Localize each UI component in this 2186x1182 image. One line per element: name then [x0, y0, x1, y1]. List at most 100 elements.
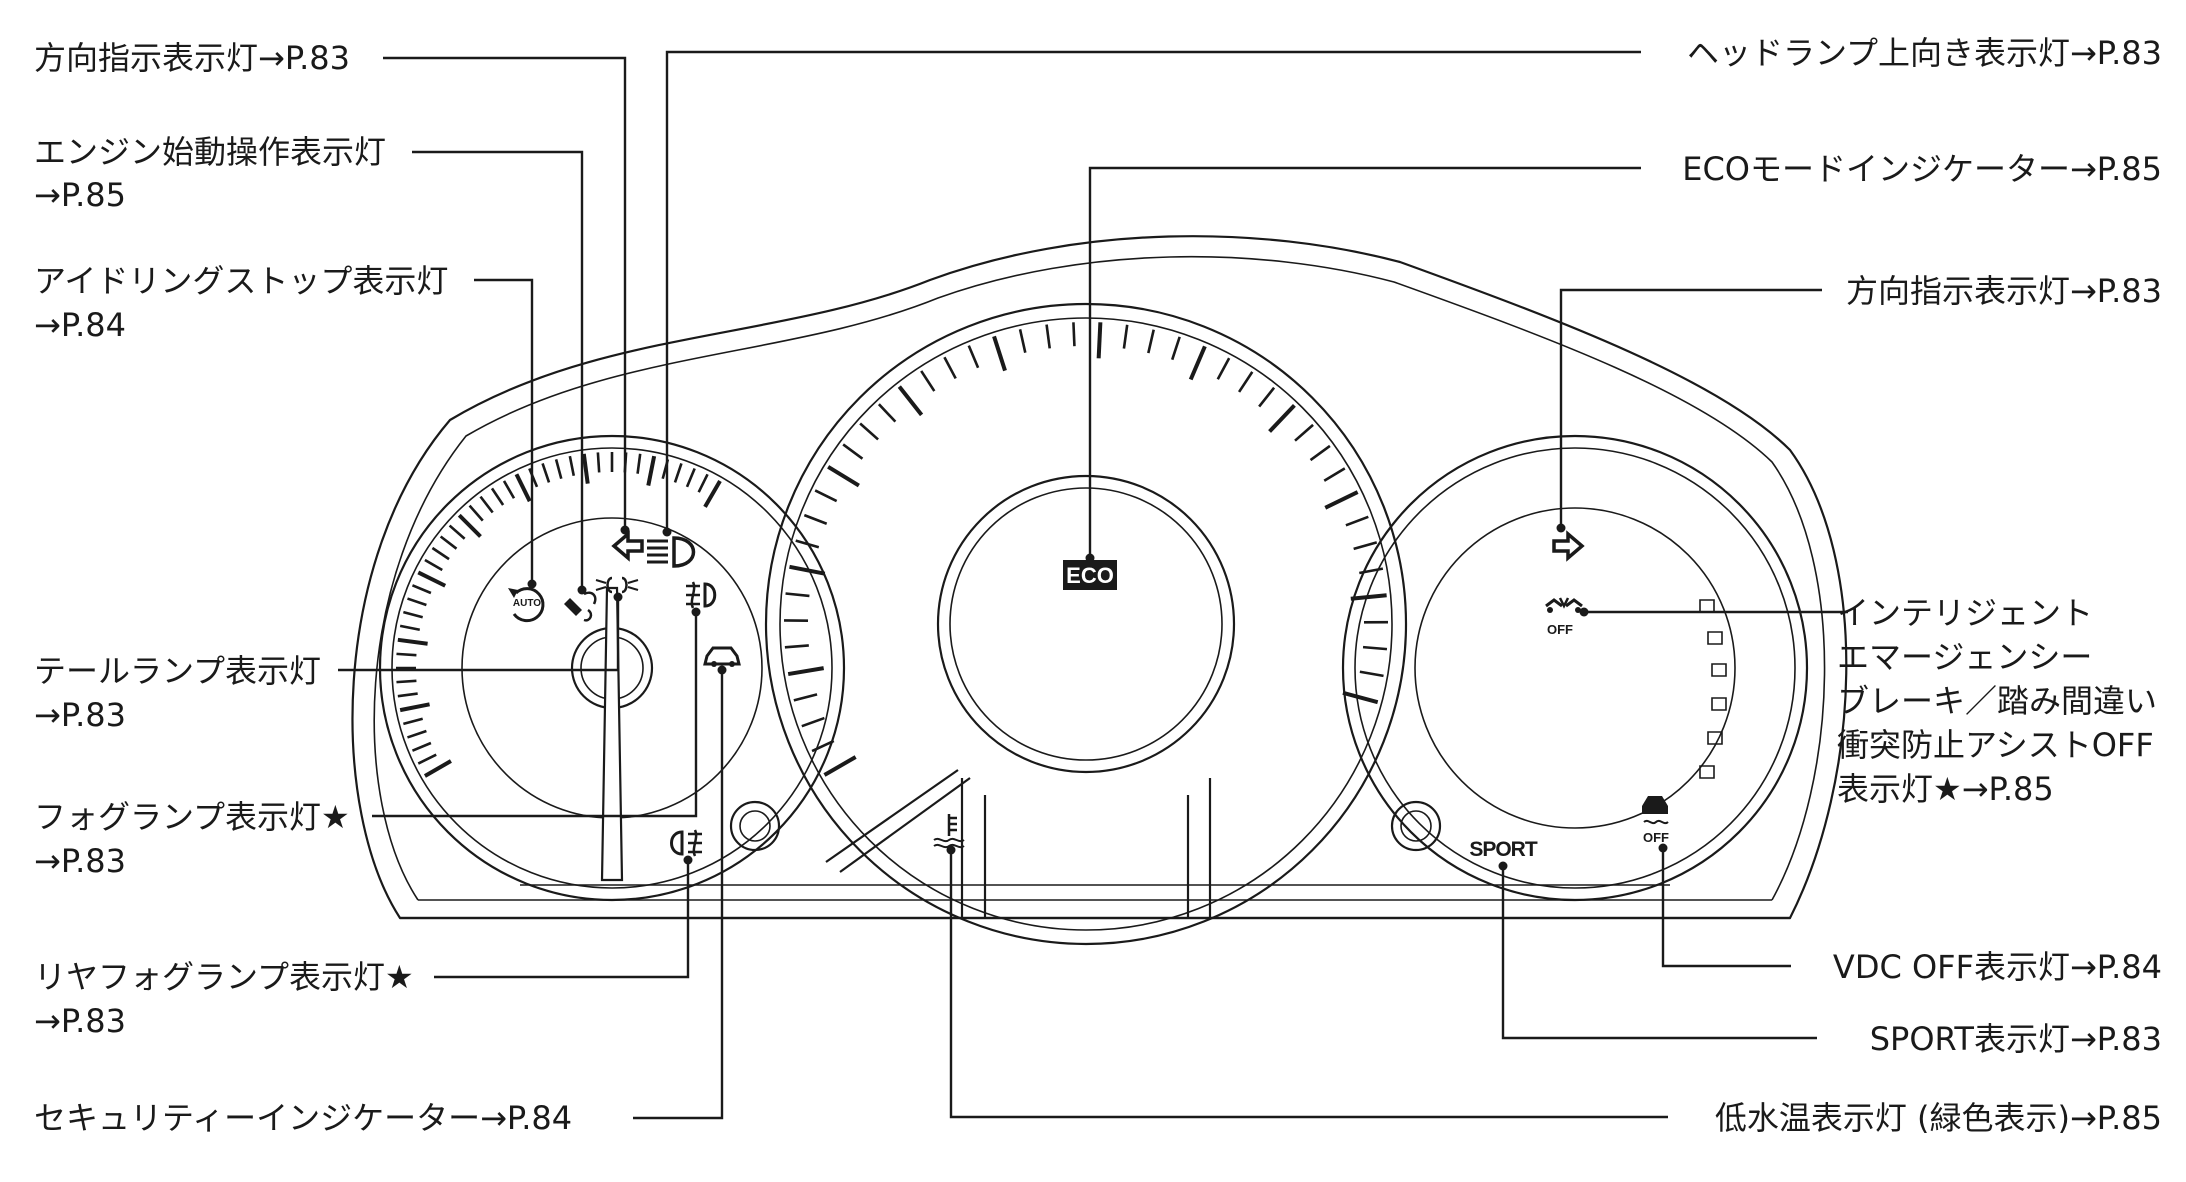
gauge-tick	[431, 546, 450, 561]
leader-lines	[338, 50, 1848, 1120]
vdc-off-indicator-icon: OFF	[1642, 796, 1669, 845]
gauge-tick	[424, 558, 443, 572]
gauge-tick	[396, 652, 417, 657]
rear-fog-indicator-icon	[670, 829, 702, 857]
gauge-tick	[1309, 444, 1331, 462]
gauge-tick	[1045, 324, 1052, 349]
gauge-tick	[1216, 357, 1231, 380]
callout-emergency-line1: インテリジェント	[1837, 594, 2093, 632]
gauge-tick	[1359, 670, 1384, 678]
gauge-tick	[1342, 690, 1379, 705]
gauge-tick	[411, 584, 432, 595]
gauge-tick	[795, 539, 820, 549]
gauge-tick	[877, 403, 897, 423]
gauge-tick	[396, 679, 417, 684]
gauge-tick	[502, 480, 516, 499]
sport-indicator-icon: SPORT	[1469, 838, 1539, 861]
gauge-tick	[403, 610, 424, 619]
gauge-tick	[811, 739, 835, 753]
gauge-tick	[1350, 593, 1387, 601]
callout-security: セキュリティーインジケーター→P.84	[34, 1099, 572, 1137]
fog-lamp-indicator-icon	[686, 581, 717, 609]
turn-left-indicator-icon	[611, 530, 644, 562]
vdc-off-label: OFF	[1643, 830, 1669, 845]
gauge-tick	[1188, 345, 1207, 381]
security-indicator-icon	[703, 646, 741, 667]
gauge-tick	[673, 463, 683, 483]
gauge-tick	[439, 535, 458, 550]
center-gauge-ticks	[784, 322, 1389, 777]
gauge-tick	[554, 459, 563, 480]
center-gauge	[764, 302, 1408, 946]
callout-idle-stop-line2: →P.84	[34, 306, 126, 344]
callout-tail-lamp-line2: →P.83	[34, 696, 126, 734]
callout-tail-lamp-line1: テールランプ表示灯	[34, 652, 321, 690]
gauge-tick	[399, 702, 430, 713]
gauge-tick	[1096, 322, 1103, 359]
left-trip-knob	[729, 800, 781, 852]
gauge-tick	[1072, 322, 1076, 347]
low-water-temp-indicator-icon	[933, 814, 965, 849]
gauge-tick	[403, 717, 424, 726]
callout-emergency-line4: 衝突防止アシストOFF	[1837, 726, 2154, 764]
gauge-tick	[859, 422, 879, 441]
gauge-tick	[479, 495, 494, 514]
gauge-tick	[992, 335, 1007, 372]
gauge-tick	[397, 637, 428, 646]
gauge-tick	[490, 487, 505, 506]
gauge-tick	[1268, 404, 1296, 433]
gauge-tick	[541, 463, 551, 483]
gauge-tick	[1362, 645, 1388, 651]
gauge-tick	[1353, 541, 1378, 551]
gauge-tick	[897, 385, 924, 417]
callout-emergency-line2: エマージェンシー	[1837, 638, 2092, 676]
callout-turn-left: 方向指示表示灯→P.83	[34, 39, 350, 77]
gauge-tick	[1258, 386, 1276, 408]
gauge-tick	[1323, 467, 1346, 482]
callout-engine-start-line1: エンジン始動操作表示灯	[34, 133, 386, 171]
gauge-tick	[468, 504, 484, 522]
turn-right-indicator-icon	[1552, 530, 1585, 562]
right-gauge	[1341, 434, 1809, 902]
eco-label: ECO	[1066, 563, 1114, 588]
gauge-tick	[801, 716, 825, 728]
gauge-tick	[1018, 329, 1027, 353]
gauge-tick	[514, 473, 532, 503]
left-gauge	[378, 434, 846, 902]
gauge-tick	[697, 473, 709, 493]
gauge-tick	[596, 452, 601, 473]
high-beam-indicator-icon	[647, 536, 696, 568]
gauge-tick	[823, 755, 857, 777]
callout-sport: SPORT表示灯→P.83	[1870, 1020, 2162, 1058]
left-gauge-ticks	[396, 452, 722, 778]
gauge-tick	[417, 570, 447, 588]
callout-high-beam: ヘッドランプ上向き表示灯→P.83	[1687, 34, 2162, 72]
gauge-tick	[967, 345, 980, 369]
gauge-tick	[814, 489, 838, 503]
gauge-tick	[423, 759, 452, 778]
gauge-tick	[1237, 371, 1254, 393]
gauge-tick	[636, 453, 642, 474]
gauge-tick	[920, 370, 936, 392]
callout-turn-right: 方向指示表示灯→P.83	[1846, 272, 2162, 310]
callout-emergency-line5: 表示灯★→P.85	[1837, 770, 2054, 808]
gauge-tick	[842, 443, 864, 460]
eco-mode-indicator-icon: ECO	[1063, 560, 1117, 590]
gauge-tick	[1122, 324, 1129, 349]
callout-emergency-line3: ブレーキ／踏み間違い	[1837, 682, 2157, 720]
gauge-tick	[397, 692, 418, 698]
idle-stop-indicator-icon: AUTO	[508, 587, 545, 623]
engine-start-indicator-icon	[564, 591, 597, 622]
gauge-tick	[581, 453, 590, 484]
gauge-tick	[407, 597, 427, 607]
gauge-tick	[827, 465, 860, 488]
callout-low-temp: 低水温表示灯 (緑色表示)→P.85	[1715, 1099, 2162, 1137]
gauge-tick	[793, 693, 818, 702]
gauge-tick	[417, 753, 437, 765]
auto-label: AUTO	[513, 598, 541, 609]
gauge-tick	[399, 624, 421, 632]
gauge-tick	[785, 592, 810, 598]
sport-label: SPORT	[1469, 838, 1538, 861]
gauge-tick	[703, 479, 722, 508]
gauge-tick	[407, 729, 427, 739]
